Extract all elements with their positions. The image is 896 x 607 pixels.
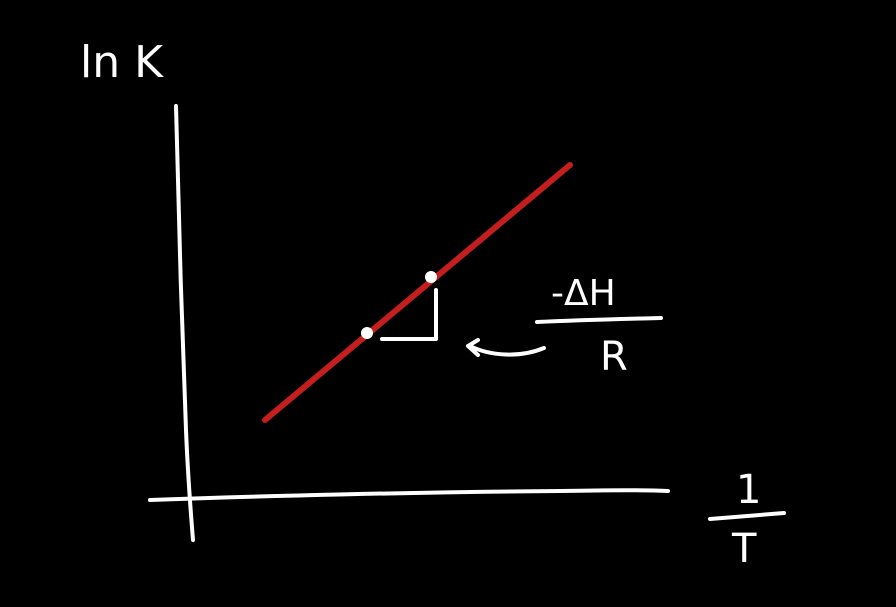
- slope-triangle: [380, 288, 438, 341]
- y-axis: [174, 104, 195, 542]
- x-axis: [148, 488, 670, 502]
- x-axis-label-numerator: 1: [736, 467, 761, 513]
- x-fraction-bar: [708, 511, 786, 521]
- slope-fraction-bar: [535, 316, 663, 324]
- slope-numerator: -ΔH: [551, 273, 616, 314]
- point-lower: [361, 327, 373, 339]
- x-axis-label-denominator: T: [731, 526, 757, 572]
- point-upper: [425, 271, 437, 283]
- trend-line: [262, 162, 573, 423]
- arrow-head-icon: [466, 338, 480, 357]
- slope-denominator: R: [600, 334, 628, 380]
- curved-arrow: [468, 344, 546, 357]
- y-axis-label: ln K: [80, 37, 164, 88]
